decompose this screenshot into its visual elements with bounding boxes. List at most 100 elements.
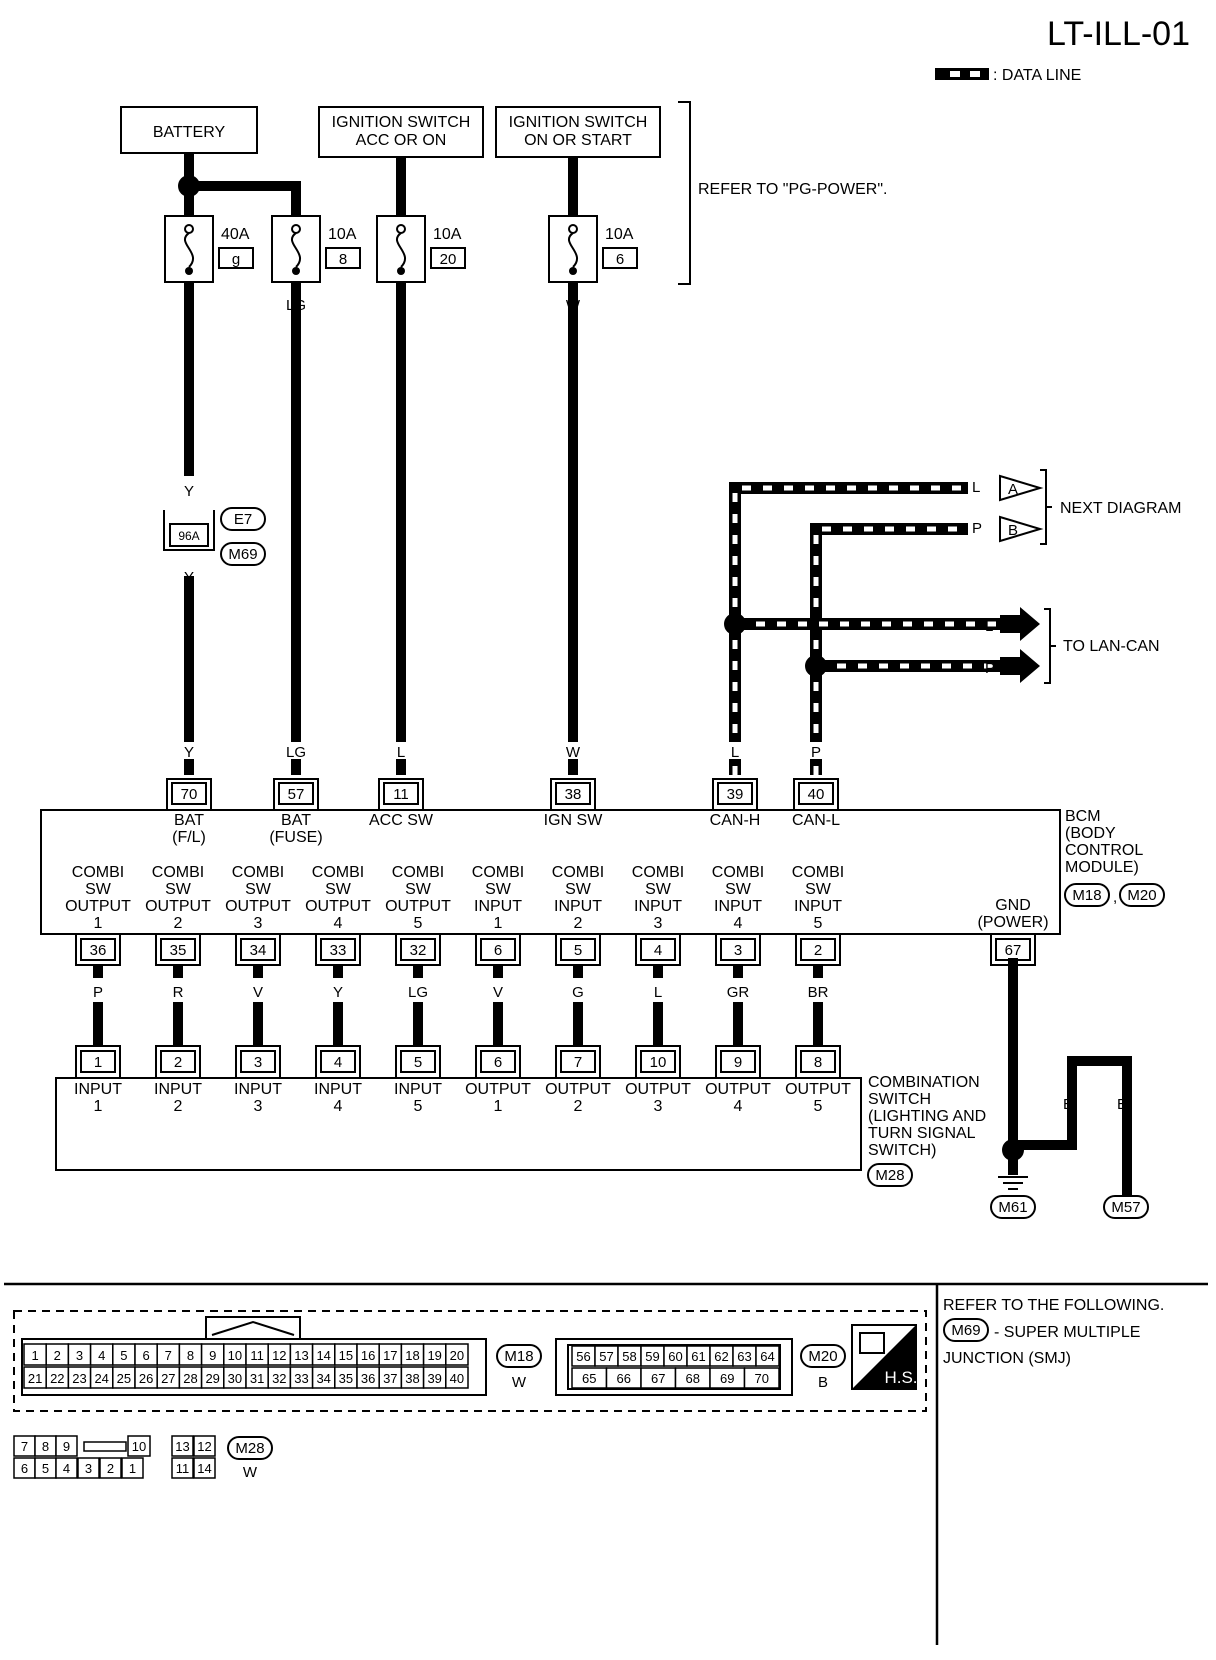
svg-text:OUTPUT: OUTPUT <box>785 1081 851 1098</box>
pin-number: 34 <box>250 942 267 959</box>
ign-on-box: IGNITION SWITCH ON OR START <box>495 106 661 158</box>
svg-text:INPUT: INPUT <box>634 898 682 915</box>
lan-wire-l: L <box>985 618 993 635</box>
svg-text:M57: M57 <box>1111 1199 1140 1216</box>
svg-text:INPUT: INPUT <box>154 1081 202 1098</box>
fuse-id: 6 <box>616 251 624 268</box>
wire-color: V <box>493 984 503 1001</box>
cavity-number: 37 <box>383 1371 397 1386</box>
lan-wire-p: P <box>985 660 995 677</box>
pin-number: 10 <box>650 1054 667 1071</box>
svg-text:INPUT: INPUT <box>234 1081 282 1098</box>
can-next-wire-l: L <box>972 479 980 496</box>
svg-text:5: 5 <box>814 1098 823 1115</box>
cavity-number: 24 <box>94 1371 108 1386</box>
svg-text:M61: M61 <box>998 1199 1027 1216</box>
cavity-number: 9 <box>63 1439 70 1454</box>
pin-number: 40 <box>808 786 825 803</box>
svg-text:E7: E7 <box>234 511 252 528</box>
next-ref-a: A <box>1008 481 1018 498</box>
pin-number: 35 <box>170 942 187 959</box>
svg-text:SW: SW <box>85 881 112 898</box>
svg-text:MODULE): MODULE) <box>1065 859 1139 876</box>
page-code: LT-ILL-01 <box>1047 15 1190 53</box>
ground-m57-badge <box>1103 1195 1149 1219</box>
svg-text:OUTPUT: OUTPUT <box>145 898 211 915</box>
svg-text:REFER TO THE FOLLOWING.: REFER TO THE FOLLOWING. <box>943 1297 1164 1314</box>
pin-number: 4 <box>654 942 662 959</box>
pin-number: 33 <box>330 942 347 959</box>
wire-color: LG <box>286 744 306 761</box>
pin-number: 3 <box>254 1054 262 1071</box>
fuse-id: g <box>232 251 240 268</box>
cavity-number: 8 <box>187 1348 194 1363</box>
svg-text:4: 4 <box>334 1098 343 1115</box>
wire-color: GR <box>727 984 750 1001</box>
cavity-number: 13 <box>294 1348 308 1363</box>
joint-wire-bottom: Y <box>184 569 194 586</box>
fuse-amps: 10A <box>433 226 462 243</box>
wire-color: L <box>731 744 739 761</box>
cavity-number: 2 <box>54 1348 61 1363</box>
svg-text:TURN SIGNAL: TURN SIGNAL <box>868 1125 976 1142</box>
cavity-number: 63 <box>737 1349 751 1364</box>
svg-text:INPUT: INPUT <box>474 898 522 915</box>
svg-text:ON OR START: ON OR START <box>524 132 632 149</box>
pin-number: 6 <box>494 942 502 959</box>
svg-text:COMBI: COMBI <box>312 864 364 881</box>
wire-color: V <box>253 984 263 1001</box>
svg-text:OUTPUT: OUTPUT <box>465 1081 531 1098</box>
svg-text:(POWER): (POWER) <box>977 914 1048 931</box>
bcm-bottom-pins: COMBISWOUTPUT136PCOMBISWOUTPUT235RCOMBIS… <box>65 864 1049 1046</box>
cavity-number: 34 <box>316 1371 330 1386</box>
cavity-number: 21 <box>28 1371 42 1386</box>
pin-number: 32 <box>410 942 427 959</box>
svg-text:1: 1 <box>94 1098 103 1115</box>
joint-connector: Y 96A Y E7 M69 <box>163 483 266 586</box>
svg-text:OUTPUT: OUTPUT <box>705 1081 771 1098</box>
wire-color: BR <box>808 984 829 1001</box>
refer-following-note: REFER TO THE FOLLOWING. M69 - SUPER MULT… <box>943 1297 1164 1367</box>
can-data-lines <box>724 482 1000 775</box>
pin-label: CAN-L <box>792 812 840 829</box>
cavity-number: 6 <box>21 1461 28 1476</box>
cavity-number: 39 <box>427 1371 441 1386</box>
svg-text:INPUT: INPUT <box>714 898 762 915</box>
cavity-number: 8 <box>42 1439 49 1454</box>
ground-wire-a: B <box>1063 1096 1073 1113</box>
svg-text:M20: M20 <box>1127 887 1156 904</box>
pin-label: ACC SW <box>369 812 434 829</box>
svg-text:(BODY: (BODY <box>1065 825 1116 842</box>
fuse-amps: 10A <box>328 226 357 243</box>
pin-number: 2 <box>814 942 822 959</box>
svg-text:OUTPUT: OUTPUT <box>385 898 451 915</box>
cavity-number: 10 <box>132 1439 146 1454</box>
svg-text:M18: M18 <box>1072 887 1101 904</box>
cavity-number: 1 <box>31 1348 38 1363</box>
power-bracket <box>678 101 691 285</box>
pin-number: 2 <box>174 1054 182 1071</box>
pin-number: 8 <box>814 1054 822 1071</box>
pin-label: BAT <box>281 812 311 829</box>
svg-text:INPUT: INPUT <box>554 898 602 915</box>
pin-label: IGN SW <box>544 812 604 829</box>
svg-text:1: 1 <box>94 915 103 932</box>
connector-id: M20 <box>808 1348 837 1365</box>
combination-switch-box <box>55 1077 862 1171</box>
battery-box: BATTERY <box>120 106 258 154</box>
svg-text:SW: SW <box>485 881 512 898</box>
